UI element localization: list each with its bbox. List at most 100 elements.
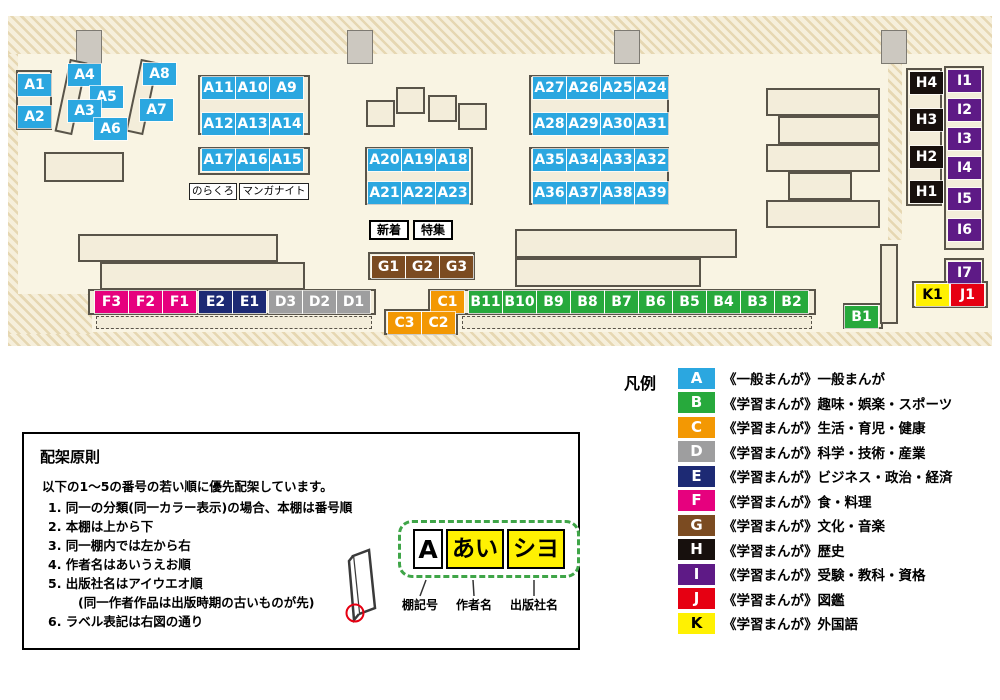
shelf-block	[880, 244, 898, 324]
principle-rule: 1. 同一の分類(同一カラー表示)の場合、本棚は番号順	[48, 500, 353, 515]
shelf-block	[78, 234, 278, 262]
map-chip-C2: C2	[422, 312, 455, 334]
legend-chip-G: G	[678, 514, 715, 536]
map-chip-A29: A29	[567, 113, 600, 135]
map-chip-A23: A23	[436, 182, 469, 204]
map-chip-B8: B8	[571, 291, 604, 313]
principle-rule: (同一作者作品は出版時期の古いものが先)	[78, 595, 315, 610]
shelf-block	[428, 95, 457, 122]
map-chip-G1: G1	[372, 256, 405, 278]
map-chip-K1: K1	[916, 284, 949, 306]
caption-publisher: 出版社名	[510, 598, 559, 612]
shelf-block	[778, 116, 880, 144]
map-chip-A39: A39	[635, 182, 668, 204]
map-chip-A35: A35	[533, 149, 566, 171]
legend-chip-J: J	[678, 588, 715, 610]
principle-rule: 3. 同一棚内では左から右	[48, 538, 191, 553]
legend-item-H: H《学習まんが》歴史	[678, 538, 953, 563]
legend-item-K: K《学習まんが》外国語	[678, 611, 953, 636]
shelf-block	[366, 100, 395, 127]
map-chip-B1: B1	[845, 306, 878, 328]
map-chip-A4: A4	[68, 64, 101, 86]
map-chip-B10: B10	[503, 291, 536, 313]
legend-item-F: F 《学習まんが》食・料理	[678, 489, 953, 514]
shelf-block	[100, 262, 305, 290]
map-chip-A19: A19	[402, 149, 435, 171]
caption-shelf-code: 棚記号	[402, 598, 439, 612]
map-chip-A12: A12	[202, 113, 235, 135]
map-chip-A11: A11	[202, 77, 235, 99]
map-chip-A32: A32	[635, 149, 668, 171]
map-chip-I5: I5	[948, 188, 981, 210]
legend-item-J: J 《学習まんが》図鑑	[678, 587, 953, 612]
map-chip-I4: I4	[948, 157, 981, 179]
map-chip-A26: A26	[567, 77, 600, 99]
map-chip-A2: A2	[18, 106, 51, 128]
legend-chip-H: H	[678, 539, 715, 561]
map-chip-D3: D3	[269, 291, 302, 313]
map-chip-A28: A28	[533, 113, 566, 135]
shelf-block	[766, 88, 880, 116]
shelf-block	[788, 172, 852, 200]
legend-label: 《学習まんが》生活・育児・健康	[723, 421, 926, 438]
legend-label: 《学習まんが》ビジネス・政治・経済	[723, 470, 953, 487]
map-chip-A34: A34	[567, 149, 600, 171]
legend-chip-D: D	[678, 441, 715, 463]
map-chip-A30: A30	[601, 113, 634, 135]
legend-label: 《学習まんが》受験・教科・資格	[723, 568, 926, 585]
legend-chip-E: E	[678, 465, 715, 487]
legend-label: 《学習まんが》食・料理	[723, 494, 872, 511]
map-chip-A7: A7	[140, 99, 173, 121]
map-chip-B4: B4	[707, 291, 740, 313]
map-chip-F1: F1	[163, 291, 196, 313]
map-chip-B9: B9	[537, 291, 570, 313]
legend-item-I: I《学習まんが》受験・教科・資格	[678, 562, 953, 587]
shelf-block	[96, 316, 372, 329]
legend-chip-A: A	[678, 367, 715, 389]
shelf-block	[462, 316, 812, 329]
legend-chip-C: C	[678, 416, 715, 438]
map-chip-A14: A14	[270, 113, 303, 135]
legend-chip-F: F	[678, 490, 715, 512]
label-shelf-code: A	[413, 529, 443, 569]
shelf-block	[396, 87, 425, 114]
map-chip-A37: A37	[567, 182, 600, 204]
map-text-label: 特集	[413, 220, 453, 240]
wall-left	[8, 54, 18, 334]
label-author-code: あい	[446, 529, 504, 569]
map-chip-B6: B6	[639, 291, 672, 313]
map-chip-F3: F3	[95, 291, 128, 313]
book-spine-icon	[345, 548, 377, 624]
map-chip-A22: A22	[402, 182, 435, 204]
principles-title: 配架原則	[40, 448, 101, 466]
map-chip-B2: B2	[775, 291, 808, 313]
map-chip-A31: A31	[635, 113, 668, 135]
legend-label: 《一般まんが》一般まんが	[723, 372, 885, 389]
map-chip-J1: J1	[951, 284, 984, 306]
legend-item-D: D 《学習まんが》科学・技術・産業	[678, 440, 953, 465]
shelf-block	[766, 144, 880, 172]
map-chip-I1: I1	[948, 70, 981, 92]
map-chip-I3: I3	[948, 128, 981, 150]
pillar	[76, 30, 102, 64]
shelf-block	[515, 229, 737, 258]
map-chip-A20: A20	[368, 149, 401, 171]
map-chip-E1: E1	[233, 291, 266, 313]
map-chip-A13: A13	[236, 113, 269, 135]
map-chip-A8: A8	[143, 63, 176, 85]
legend-label: 《学習まんが》図鑑	[723, 592, 845, 609]
map-chip-B5: B5	[673, 291, 706, 313]
shelving-principles-panel: 配架原則 以下の1〜5の番号の若い順に優先配架しています。 1. 同一の分類(同…	[22, 432, 580, 650]
map-chip-A9: A9	[270, 77, 303, 99]
map-chip-H2: H2	[910, 146, 943, 168]
legend-item-G: G《学習まんが》文化・音楽	[678, 513, 953, 538]
map-chip-A1: A1	[18, 74, 51, 96]
map-chip-A6: A6	[94, 118, 127, 140]
map-chip-C3: C3	[388, 312, 421, 334]
map-chip-A25: A25	[601, 77, 634, 99]
map-chip-A10: A10	[236, 77, 269, 99]
spine-label-example: A あい シヨ	[398, 520, 580, 578]
legend-label: 《学習まんが》科学・技術・産業	[723, 445, 926, 462]
map-chip-A15: A15	[270, 149, 303, 171]
principle-rule: 2. 本棚は上から下	[48, 519, 154, 534]
